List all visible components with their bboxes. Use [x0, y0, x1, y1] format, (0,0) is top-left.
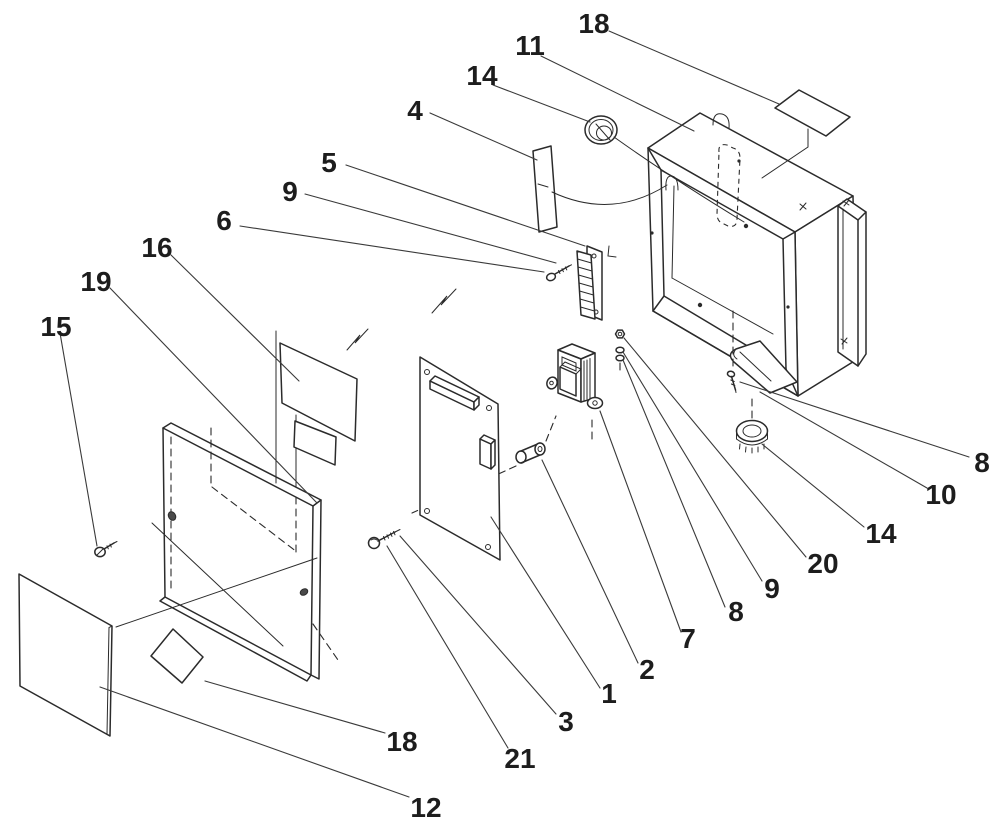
- door-screw-hole-left: [167, 511, 177, 521]
- callout-4: 4: [407, 95, 423, 126]
- callout-15: 15: [40, 311, 71, 342]
- grommet-top: [584, 115, 745, 223]
- terminal-screw: [545, 264, 572, 282]
- grommet-bottom: [735, 419, 769, 454]
- callout-18-bottom: 18: [386, 726, 417, 757]
- callout-21: 21: [504, 743, 535, 774]
- circuit-board: [419, 356, 501, 561]
- callout-labels: 18 11 14 4 5 9 6 16 19 15 8 10 14 20 9 8…: [40, 8, 989, 823]
- callout-16: 16: [141, 232, 172, 263]
- callout-9-top: 9: [282, 176, 298, 207]
- callout-14-bottom: 14: [865, 518, 897, 549]
- callout-14-top: 14: [466, 60, 498, 91]
- knockout-bump: [712, 113, 730, 129]
- carriage-bolt: [367, 529, 401, 550]
- callout-3: 3: [558, 706, 574, 737]
- callout-20: 20: [807, 548, 838, 579]
- terminal-strip: [576, 245, 603, 321]
- callout-6: 6: [216, 205, 232, 236]
- side-channel: [837, 198, 867, 367]
- callout-10: 10: [925, 479, 956, 510]
- callout-8-bottom: 8: [728, 596, 744, 627]
- door-panel: [115, 422, 339, 682]
- transformer: [546, 343, 604, 443]
- knockout-outline: [716, 144, 741, 227]
- callout-12: 12: [410, 792, 441, 823]
- enclosure-box: [607, 112, 857, 397]
- leader-lines: [59, 30, 970, 798]
- fastener-stack: [614, 329, 626, 374]
- door-screw-hole-right: [299, 588, 309, 596]
- door-screw: [94, 541, 118, 558]
- bracket-screw: [726, 310, 753, 422]
- back-panel: [18, 573, 113, 737]
- callout-11: 11: [515, 30, 545, 61]
- leader-break-marks: [346, 288, 457, 351]
- insulating-strip: [532, 145, 668, 233]
- callout-5: 5: [321, 147, 337, 178]
- callout-7: 7: [680, 623, 696, 654]
- callout-19: 19: [80, 266, 111, 297]
- callout-1: 1: [601, 678, 617, 709]
- mounting-plates: [275, 330, 358, 488]
- hidden-corner-mark: [607, 245, 617, 258]
- top-nameplate: [761, 89, 851, 179]
- callout-18-top: 18: [578, 8, 609, 39]
- callout-9-bottom: 9: [764, 573, 780, 604]
- callout-8-right: 8: [974, 447, 990, 478]
- lower-nameplate: [150, 628, 204, 684]
- callout-2: 2: [639, 654, 655, 685]
